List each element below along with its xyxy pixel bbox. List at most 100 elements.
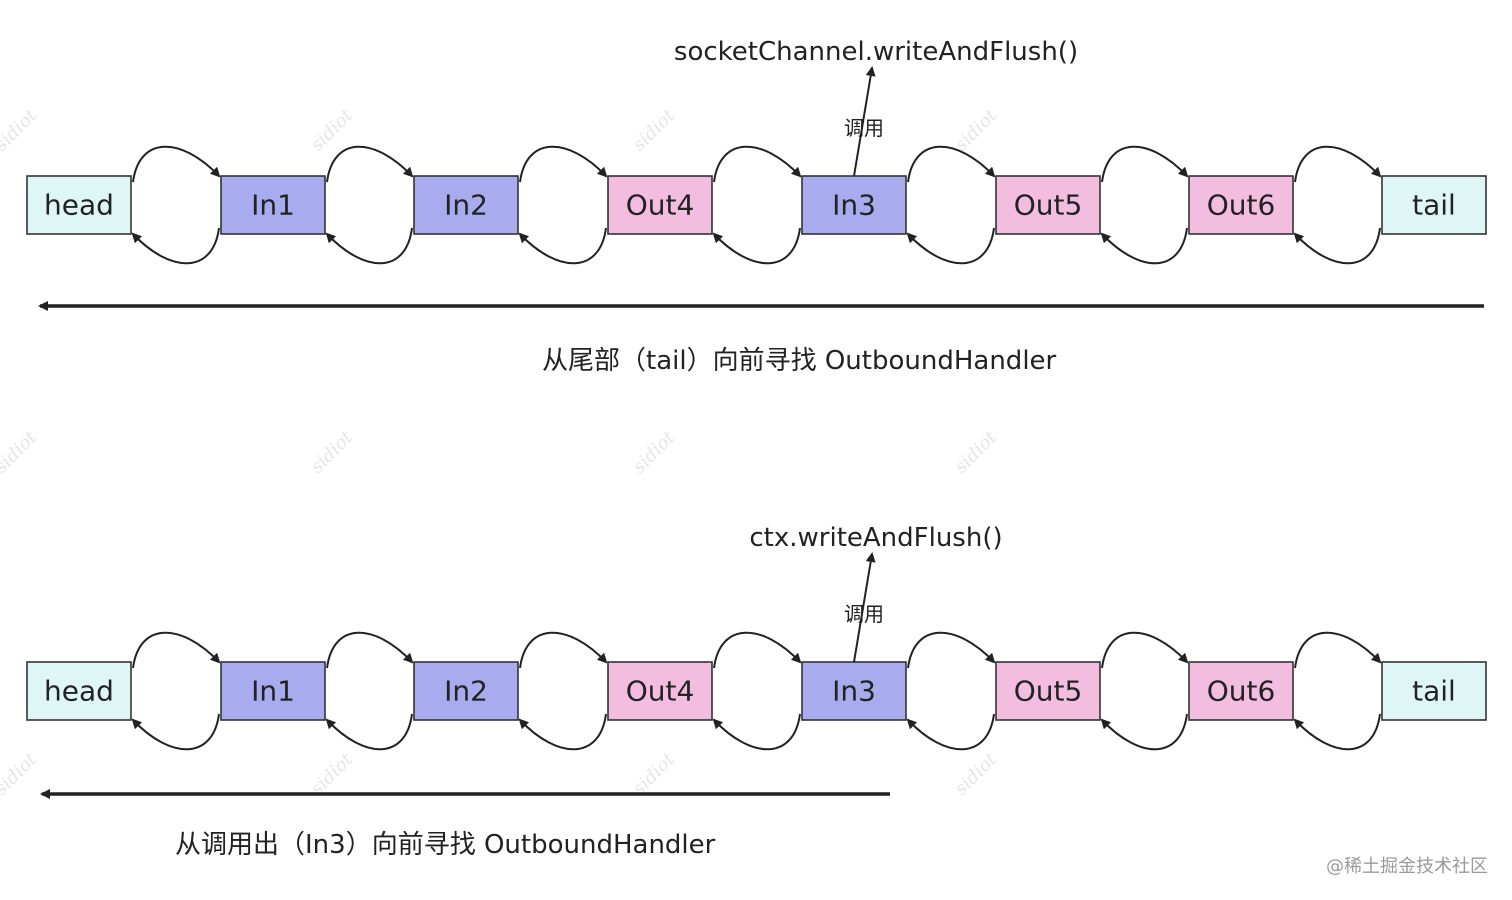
next-link-arrow [326,145,414,183]
prev-link-arrow [1293,227,1381,265]
handler-box [220,175,326,235]
prev-link-arrow [712,227,801,265]
handler-box [26,661,132,721]
next-link-arrow [132,631,221,669]
pipeline-diagram-bottom: head In1 In2 Out4 In3 Out5 Out6 tail 调用 ctx.wri… [26,523,1487,860]
handler-node-head: head [26,175,132,235]
prev-link-arrow [325,227,413,265]
call-arrow [853,66,876,177]
handler-box [607,661,713,721]
handler-box [1381,175,1487,235]
prev-link-arrow [1100,713,1188,751]
call-method-text: socketChannel.writeAndFlush() [674,37,1078,67]
watermark: sidiot [307,749,358,800]
prev-link-arrow [1293,713,1381,751]
handler-box [1188,661,1294,721]
pipeline-diagram-top: head In1 In2 Out4 In3 Out5 Out6 tail 调用 socketC… [26,37,1487,376]
handler-label: Out6 [1207,675,1276,708]
handler-label: head [44,189,114,222]
handler-box [1188,175,1294,235]
prev-link-arrow [518,227,607,265]
next-link-arrow [132,145,221,183]
next-link-arrow [1101,631,1189,669]
watermark: sidiot [307,427,358,478]
handler-node-in3: In3 [801,661,907,721]
handler-box [26,175,132,235]
link-arcs [131,145,1382,265]
handler-label: In1 [251,675,295,708]
handler-box [995,661,1101,721]
call-group: 调用 ctx.writeAndFlush() [749,523,1003,663]
call-label: 调用 [844,116,884,140]
handler-label: Out5 [1014,189,1083,222]
call-method-text: ctx.writeAndFlush() [749,523,1002,553]
handler-label: In1 [251,189,295,222]
call-label: 调用 [844,602,884,626]
handler-label: tail [1412,675,1456,708]
next-link-arrow [326,631,414,669]
handler-box [995,175,1101,235]
handler-node-out5: Out5 [995,175,1101,235]
handler-box [413,661,519,721]
next-link-arrow [519,145,608,183]
handler-node-in3: In3 [801,175,907,235]
handler-label: Out4 [626,189,695,222]
next-link-arrow [907,145,996,183]
watermark: sidiot [629,105,680,156]
handler-node-out6: Out6 [1188,175,1294,235]
handler-box [801,661,907,721]
watermark: sidiot [629,427,680,478]
source-credit: @稀土掘金技术社区 [1326,856,1488,877]
watermark: sidiot [951,105,1002,156]
watermark: sidiot [0,105,42,156]
watermark: sidiot [951,749,1002,800]
prev-link-arrow [906,227,995,265]
handler-node-in1: In1 [220,175,326,235]
prev-link-arrow [518,713,607,751]
handler-label: In2 [444,675,488,708]
handler-box [607,175,713,235]
direction-caption: 从尾部（tail）向前寻找 OutboundHandler [542,346,1057,376]
handler-node-head: head [26,661,132,721]
handler-node-out4: Out4 [607,661,713,721]
handler-node-in1: In1 [220,661,326,721]
handler-label: In3 [832,189,876,222]
prev-link-arrow [325,713,413,751]
handler-node-tail: tail [1381,661,1487,721]
handler-box [413,175,519,235]
prev-link-arrow [712,713,801,751]
handler-label: Out4 [626,675,695,708]
prev-link-arrow [906,713,995,751]
handler-node-tail: tail [1381,175,1487,235]
direction-caption: 从调用出（In3）向前寻找 OutboundHandler [175,830,716,860]
call-arrow [853,552,876,663]
handler-node-out4: Out4 [607,175,713,235]
handler-node-out6: Out6 [1188,661,1294,721]
watermark: sidiot [0,749,42,800]
handler-node-out5: Out5 [995,661,1101,721]
handler-box [220,661,326,721]
handler-label: Out6 [1207,189,1276,222]
prev-link-arrow [131,227,220,265]
next-link-arrow [907,631,996,669]
handler-nodes: head In1 In2 Out4 In3 Out5 Out6 tail [26,175,1487,235]
handler-node-in2: In2 [413,661,519,721]
next-link-arrow [1294,631,1382,669]
next-link-arrow [1101,145,1189,183]
handler-nodes: head In1 In2 Out4 In3 Out5 Out6 tail [26,661,1487,721]
link-arcs [131,631,1382,751]
watermark: sidiot [951,427,1002,478]
next-link-arrow [713,631,802,669]
handler-label: In3 [832,675,876,708]
watermark: sidiot [629,749,680,800]
handler-label: In2 [444,189,488,222]
handler-node-in2: In2 [413,175,519,235]
handler-label: tail [1412,189,1456,222]
watermark: sidiot [0,427,42,478]
next-link-arrow [713,145,802,183]
handler-label: Out5 [1014,675,1083,708]
prev-link-arrow [131,713,220,751]
prev-link-arrow [1100,227,1188,265]
call-group: 调用 socketChannel.writeAndFlush() [674,37,1078,177]
